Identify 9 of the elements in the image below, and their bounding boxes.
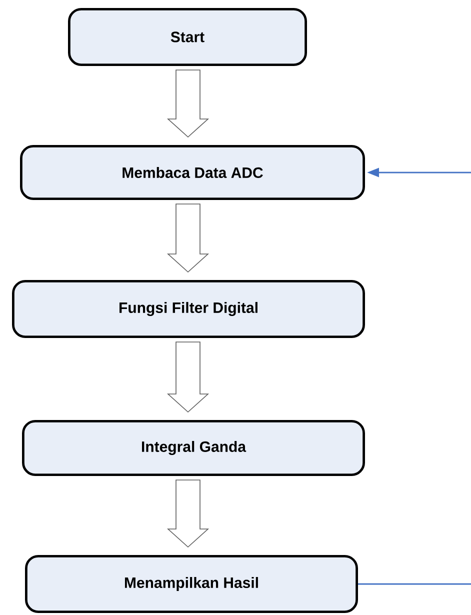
block-arrow [166, 70, 210, 138]
process-box: Menampilkan Hasil [25, 555, 358, 613]
process-box: Membaca Data ADC [20, 145, 365, 200]
process-box: Integral Ganda [22, 420, 365, 476]
process-box: Fungsi Filter Digital [12, 280, 365, 338]
block-arrow [166, 342, 210, 413]
block-arrow [166, 480, 210, 548]
process-box: Start [68, 8, 307, 66]
block-arrow [166, 204, 210, 273]
